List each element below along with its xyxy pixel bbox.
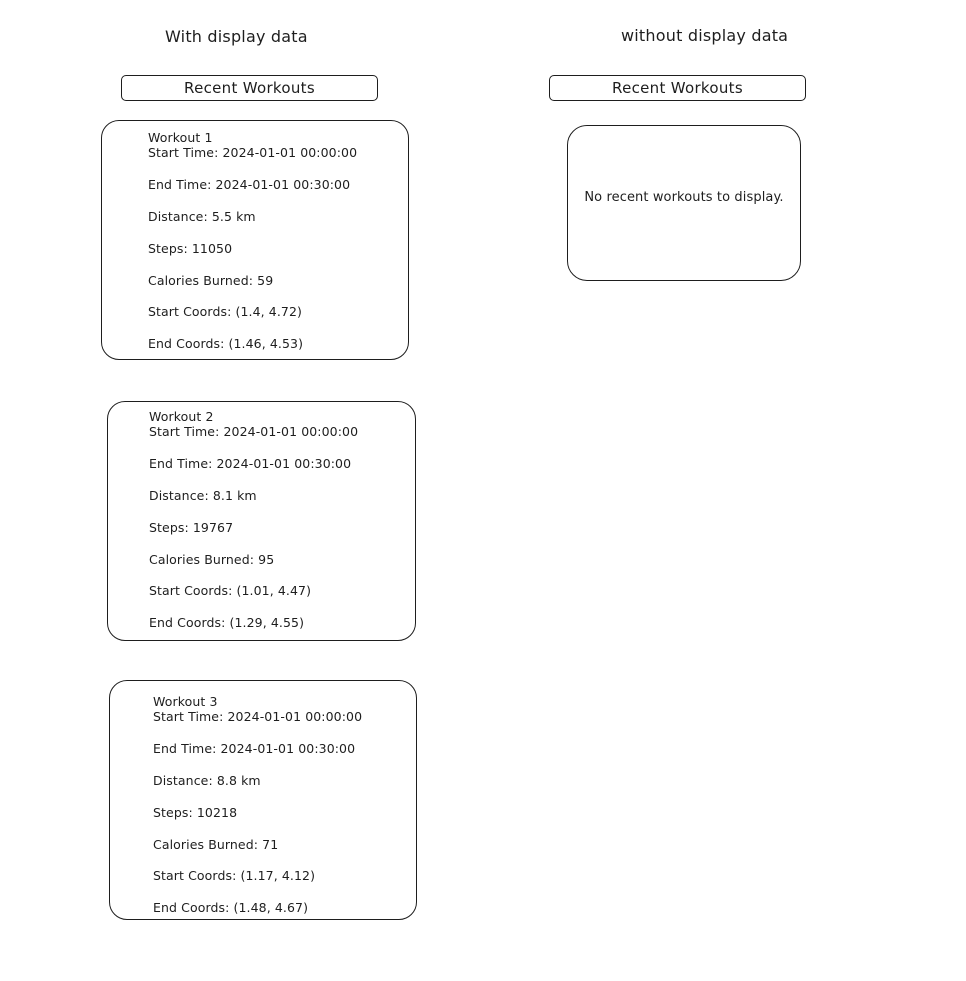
without-data-heading: without display data: [621, 26, 789, 45]
workout-start-time: Start Time: 2024-01-01 00:00:00: [153, 709, 363, 724]
workout-end-coords: End Coords: (1.29, 4.55): [149, 615, 305, 630]
workout-start-time: Start Time: 2024-01-01 00:00:00: [149, 424, 359, 439]
workout-card: Workout 1 Start Time: 2024-01-01 00:00:0…: [101, 120, 409, 360]
workout-steps: Steps: 11050: [148, 241, 233, 256]
empty-workouts-message: No recent workouts to display.: [584, 190, 784, 205]
workout-steps: Steps: 19767: [149, 520, 234, 535]
empty-workouts-card: No recent workouts to display.: [567, 125, 801, 281]
workout-end-coords: End Coords: (1.46, 4.53): [148, 336, 304, 351]
workout-card: Workout 2 Start Time: 2024-01-01 00:00:0…: [107, 401, 416, 641]
workout-calories: Calories Burned: 71: [153, 837, 279, 852]
workout-start-coords: Start Coords: (1.4, 4.72): [148, 304, 302, 319]
workout-distance: Distance: 8.1 km: [149, 488, 257, 503]
workout-end-time: End Time: 2024-01-01 00:30:00: [148, 177, 351, 192]
workout-distance: Distance: 5.5 km: [148, 209, 256, 224]
with-data-heading: With display data: [165, 27, 308, 46]
workout-end-time: End Time: 2024-01-01 00:30:00: [149, 456, 352, 471]
workout-steps: Steps: 10218: [153, 805, 238, 820]
workout-name: Workout 3: [153, 694, 218, 709]
workout-end-coords: End Coords: (1.48, 4.67): [153, 900, 309, 915]
workout-calories: Calories Burned: 95: [149, 552, 275, 567]
workout-start-coords: Start Coords: (1.17, 4.12): [153, 868, 316, 883]
recent-workouts-title-without-data: Recent Workouts: [549, 75, 806, 101]
workout-end-time: End Time: 2024-01-01 00:30:00: [153, 741, 356, 756]
workout-start-time: Start Time: 2024-01-01 00:00:00: [148, 145, 358, 160]
workout-card: Workout 3 Start Time: 2024-01-01 00:00:0…: [109, 680, 417, 920]
workout-start-coords: Start Coords: (1.01, 4.47): [149, 583, 312, 598]
workout-name: Workout 2: [149, 409, 214, 424]
recent-workouts-title-with-data: Recent Workouts: [121, 75, 378, 101]
workout-distance: Distance: 8.8 km: [153, 773, 261, 788]
workout-calories: Calories Burned: 59: [148, 273, 274, 288]
workout-name: Workout 1: [148, 130, 213, 145]
